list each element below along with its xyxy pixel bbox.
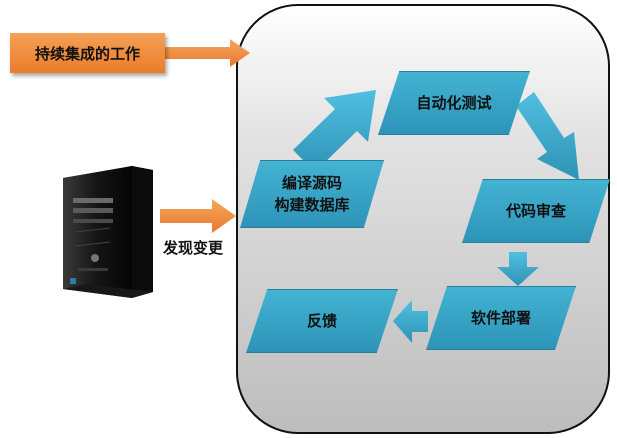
title-arrow xyxy=(165,39,250,67)
step-review-label: 代码审查 xyxy=(505,202,566,220)
title-text: 持续集成的工作 xyxy=(34,44,140,63)
arrow-review-to-deploy xyxy=(497,252,539,286)
computer-tower-icon xyxy=(63,166,153,298)
step-build-line1: 编译源码 xyxy=(281,174,342,192)
step-test-label: 自动化测试 xyxy=(416,94,492,112)
title-label: 持续集成的工作 xyxy=(10,33,165,73)
discover-label: 发现变更 xyxy=(163,239,224,257)
discover-arrow xyxy=(160,199,236,233)
step-feedback-box: 反馈 xyxy=(246,289,398,353)
step-deploy-box: 软件部署 xyxy=(426,286,576,350)
step-test-box: 自动化测试 xyxy=(378,71,530,135)
step-build-box: 编译源码 构建数据库 xyxy=(240,160,384,228)
step-review-box: 代码审查 xyxy=(462,179,610,243)
step-feedback-label: 反馈 xyxy=(306,312,337,330)
arrow-deploy-to-feedback xyxy=(393,300,428,343)
step-deploy-label: 软件部署 xyxy=(470,309,531,327)
step-build-line2: 构建数据库 xyxy=(274,196,350,214)
arrow-test-to-review xyxy=(516,92,579,180)
arrow-build-to-test xyxy=(293,90,376,172)
